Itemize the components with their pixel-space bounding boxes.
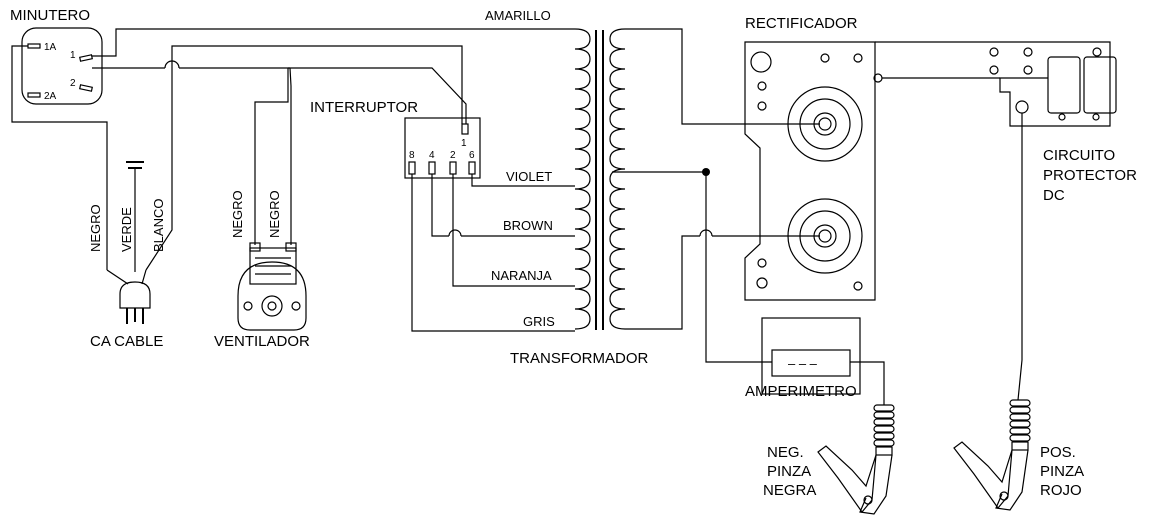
cable-wire-negro: NEGRO [88, 204, 103, 252]
fan-wire-negro-2: NEGRO [267, 190, 282, 238]
neg-clamp-label-line3: NEGRA [763, 482, 816, 499]
terminal-2a-label: 2A [44, 91, 57, 102]
switch-label: INTERRUPTOR [310, 99, 418, 116]
neg-clamp-label-line2: PINZA [767, 463, 811, 480]
terminal-1 [79, 54, 93, 62]
switch-body [404, 117, 481, 179]
fan-wire-negro-1: NEGRO [230, 190, 245, 238]
pos-clamp-handle [995, 449, 1029, 511]
wire-label-naranja: NARANJA [491, 268, 552, 283]
switch-terminal-4-label: 4 [429, 150, 435, 161]
ac-cable-label: CA CABLE [90, 333, 163, 350]
timer-wiring: AMARILLO [11, 8, 575, 271]
pos-clamp-jaw-upper [953, 441, 1013, 509]
switch-terminal-2-label: 2 [450, 150, 456, 161]
neg-clamp-label-line1: NEG. [767, 444, 804, 461]
neg-clamp-jaw-upper [817, 445, 877, 513]
protector-breaker-2 [1083, 56, 1117, 114]
wire-label-brown: BROWN [503, 218, 553, 233]
terminal-2a [27, 92, 41, 98]
wire-label-violet: VIOLET [506, 169, 552, 184]
rectifier: RECTIFICADOR [744, 15, 1111, 301]
timer: MINUTERO 1A 1 2 2A [10, 7, 103, 105]
terminal-2-label: 2 [70, 78, 76, 89]
ac-cable: NEGRO VERDE BLANCO CA CABLE [88, 161, 166, 350]
terminal-1a-label: 1A [44, 42, 57, 53]
positive-clamp: POS. PINZA ROJO [953, 399, 1084, 511]
switch-terminal-8-label: 8 [409, 150, 415, 161]
negative-lead [850, 361, 885, 405]
rectifier-label: RECTIFICADOR [745, 15, 858, 32]
ammeter: – – – AMPERIMETRO [745, 317, 885, 405]
ammeter-display [771, 349, 851, 377]
switch-terminal-1-label: 1 [461, 138, 467, 149]
pos-clamp-label-line3: ROJO [1040, 482, 1082, 499]
ammeter-scale: – – – [788, 356, 818, 371]
diode-lower-outer [787, 198, 863, 274]
transformer-label: TRANSFORMADOR [510, 350, 649, 367]
cable-wire-verde: VERDE [119, 207, 134, 252]
switch-terminal-6-label: 6 [469, 150, 475, 161]
ammeter-label: AMPERIMETRO [745, 383, 857, 400]
protector-breaker-1 [1047, 56, 1081, 114]
diode-upper-outer [787, 86, 863, 162]
cable-wire-blanco: BLANCO [151, 199, 166, 252]
dc-protector: CIRCUITO PROTECTOR DC [999, 56, 1137, 401]
rectifier-heatsink [744, 41, 876, 301]
secondary-winding [609, 28, 626, 330]
fan-mount-left [243, 301, 253, 311]
rectifier-mount-hole [750, 51, 772, 73]
pos-clamp-label-line1: POS. [1040, 444, 1076, 461]
center-tap-wire [705, 172, 772, 363]
timer-body [21, 27, 103, 105]
wire-label-gris: GRIS [523, 314, 555, 329]
fan-coil [249, 247, 297, 285]
fan: NEGRO NEGRO VENTILADOR [214, 190, 310, 350]
fan-label: VENTILADOR [214, 333, 310, 350]
neg-clamp-handle [859, 454, 893, 515]
terminal-1-label: 1 [70, 50, 76, 61]
wire-label-amarillo: AMARILLO [485, 8, 551, 23]
protector-label-line2: PROTECTOR [1043, 167, 1137, 184]
timer-label: MINUTERO [10, 7, 90, 24]
protector-output-terminal [1015, 100, 1029, 114]
switch: INTERRUPTOR 1 8 4 2 6 [310, 99, 575, 332]
negative-clamp: NEG. PINZA NEGRA [763, 404, 895, 515]
protector-label-line3: DC [1043, 187, 1065, 204]
switch-terminal-1 [461, 123, 469, 135]
fan-frame [237, 261, 307, 331]
terminal-2 [79, 84, 93, 92]
positive-lead [1017, 113, 1023, 401]
protector-label-line1: CIRCUITO [1043, 147, 1115, 164]
terminal-1a [27, 43, 41, 49]
fan-mount-right [291, 301, 301, 311]
pos-clamp-label-line2: PINZA [1040, 463, 1084, 480]
plug-body [119, 281, 151, 309]
fan-hub [261, 295, 283, 317]
primary-winding [574, 28, 591, 330]
ammeter-body [761, 317, 861, 395]
transformer: VIOLET BROWN NARANJA GRIS TRANSFORMADOR [491, 28, 820, 367]
